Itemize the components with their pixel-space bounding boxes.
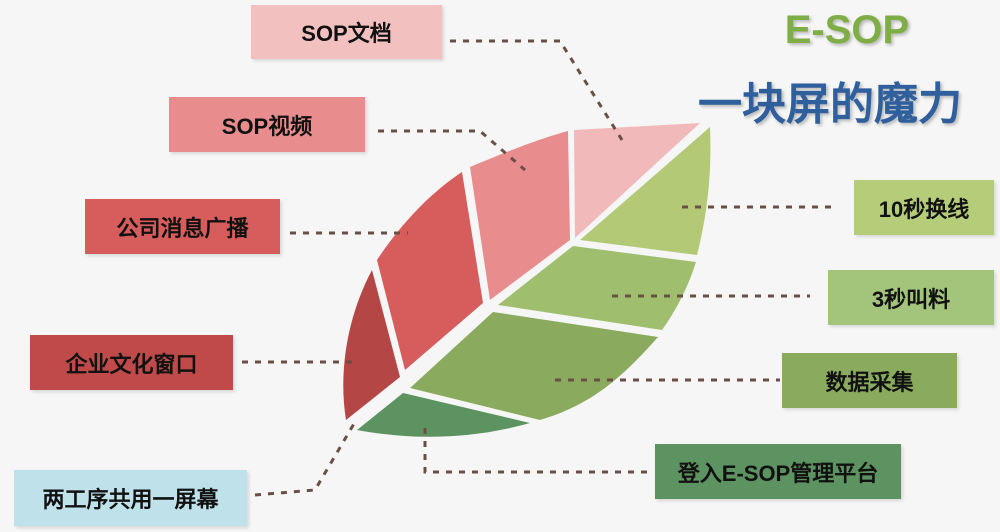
title-slogan: 一块屏的魔力	[698, 80, 962, 129]
label-sop-video: SOP视频	[169, 97, 365, 152]
label-two-process: 两工序共用一屏幕	[14, 470, 247, 526]
label-esop-login: 登入E-SOP管理平台	[655, 444, 901, 499]
leaf-segment-changeover	[580, 127, 711, 255]
leaf-segment-news	[377, 172, 483, 370]
label-data-collection: 数据采集	[782, 353, 957, 408]
leaf-segment-sop-doc	[574, 123, 700, 238]
title-esop: E-SOP	[784, 8, 910, 52]
label-changeover: 10秒换线	[854, 180, 994, 235]
label-culture-window: 企业文化窗口	[30, 335, 233, 390]
connector-two-process	[254, 421, 357, 497]
connector-sop-doc	[450, 39, 624, 141]
leaf-segment-material-call	[498, 246, 696, 330]
leaf-segment-data	[410, 312, 658, 420]
label-material-call: 3秒叫料	[828, 270, 994, 325]
label-sop-doc: SOP文档	[251, 5, 442, 59]
label-company-news: 公司消息广播	[85, 199, 280, 254]
leaf-segment-login	[357, 393, 530, 437]
connector-login	[423, 428, 650, 474]
leaf-segment-sop-video	[470, 131, 570, 300]
leaf-segment-culture	[343, 270, 400, 420]
